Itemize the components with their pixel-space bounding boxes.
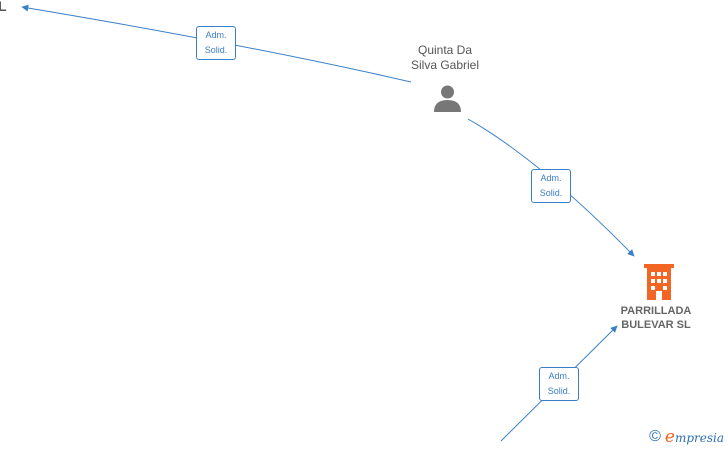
brand-logo: © empresia bbox=[649, 427, 724, 447]
edge-label-type: Solid. bbox=[547, 386, 571, 396]
edge-label-role: Adm. bbox=[548, 371, 570, 381]
edge-label-3[interactable]: Adm. Solid. bbox=[539, 367, 579, 401]
brand-wordmark: mpresia bbox=[674, 431, 724, 445]
building-icon[interactable] bbox=[644, 264, 674, 300]
edge-label-type: Solid. bbox=[204, 45, 228, 55]
copyright-icon: © bbox=[649, 428, 661, 445]
edge-label-1[interactable]: Adm. Solid. bbox=[196, 26, 236, 60]
company-name-line-1: PARRILLADA bbox=[620, 305, 692, 317]
brand-initial: e bbox=[664, 427, 675, 447]
company-name-line-2: BULEVAR SL bbox=[621, 319, 691, 331]
edge-label-role: Adm. bbox=[540, 173, 562, 183]
person-icon[interactable] bbox=[433, 84, 462, 113]
person-name-line-1: Quinta Da bbox=[417, 43, 473, 57]
company-node-label[interactable]: PARRILLADA BULEVAR SL bbox=[606, 304, 706, 332]
clipped-node-label: L bbox=[0, 0, 7, 14]
person-node-label[interactable]: Quinta Da Silva Gabriel bbox=[395, 43, 495, 73]
edge-label-2[interactable]: Adm. Solid. bbox=[531, 169, 571, 203]
edge-label-role: Adm. bbox=[205, 30, 227, 40]
edge-label-type: Solid. bbox=[539, 188, 563, 198]
person-name-line-2: Silva Gabriel bbox=[410, 58, 480, 72]
